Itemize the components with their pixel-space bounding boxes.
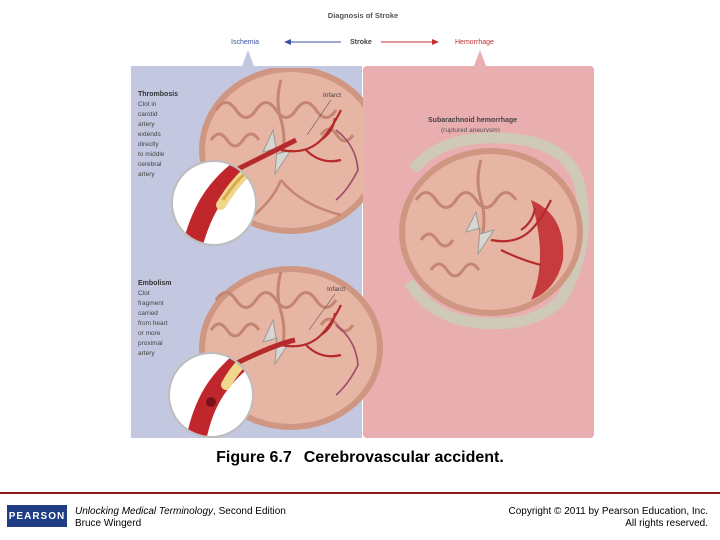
copyright-text: Copyright © 2011 by Pearson Education, I… <box>508 506 708 518</box>
embolism-heading: Embolism <box>138 280 171 287</box>
rights-text: All rights reserved. <box>508 518 708 530</box>
thrombosis-line: Clot in <box>138 101 157 108</box>
thrombosis-line: cerebral <box>138 161 162 168</box>
header-ischemia: Ischemia <box>231 39 259 46</box>
thrombosis-line: artery <box>138 121 155 128</box>
embolism-line: proximal <box>138 340 163 347</box>
thrombosis-line: directly <box>138 141 159 148</box>
header-title: Diagnosis of Stroke <box>328 11 398 20</box>
thrombosis-line: to middle <box>138 151 165 158</box>
embolism-line: or more <box>138 330 161 337</box>
thrombosis-infarct-label: Infarct <box>323 92 341 99</box>
arrow-left-icon <box>284 39 341 45</box>
embolism-line: Clot <box>138 290 150 297</box>
stroke-diagram-figure: Diagnosis of Stroke Ischemia Stroke Hemo… <box>131 0 594 438</box>
book-author: Bruce Wingerd <box>75 518 286 530</box>
embolism-line: artery <box>138 350 155 357</box>
footer-copyright: Copyright © 2011 by Pearson Education, I… <box>508 506 708 530</box>
header-stroke: Stroke <box>350 39 372 46</box>
footer-book-info: Unlocking Medical Terminology, Second Ed… <box>75 506 286 530</box>
thrombosis-heading: Thrombosis <box>138 91 178 98</box>
caption-number: Figure 6.7 <box>216 449 292 466</box>
embolism-line: carried <box>138 310 158 317</box>
embolism-line: fragment <box>138 300 164 307</box>
embolism-line: from heart <box>138 320 168 327</box>
thrombosis-line: extends <box>138 131 162 138</box>
publisher-logo: PEARSON <box>7 505 67 527</box>
embolism-infarct-label: Infarct <box>327 286 345 293</box>
figure-caption: Figure 6.7 Cerebrovascular accident. <box>0 449 720 467</box>
hemorrhage-pointer <box>474 50 486 66</box>
book-edition: , Second Edition <box>213 506 286 517</box>
header-hemorrhage: Hemorrhage <box>455 39 494 46</box>
thrombosis-line: carotid <box>138 111 158 118</box>
thrombosis-line: artery <box>138 171 155 178</box>
embolism-artery-closeup <box>169 353 253 438</box>
book-title: Unlocking Medical Terminology <box>75 506 213 517</box>
footer-divider <box>0 492 720 494</box>
arrow-right-icon <box>381 39 439 45</box>
caption-text: Cerebrovascular accident. <box>304 449 504 466</box>
ischemia-pointer <box>242 50 254 66</box>
hemorrhage-heading: Subarachnoid hemorrhage <box>428 117 517 124</box>
